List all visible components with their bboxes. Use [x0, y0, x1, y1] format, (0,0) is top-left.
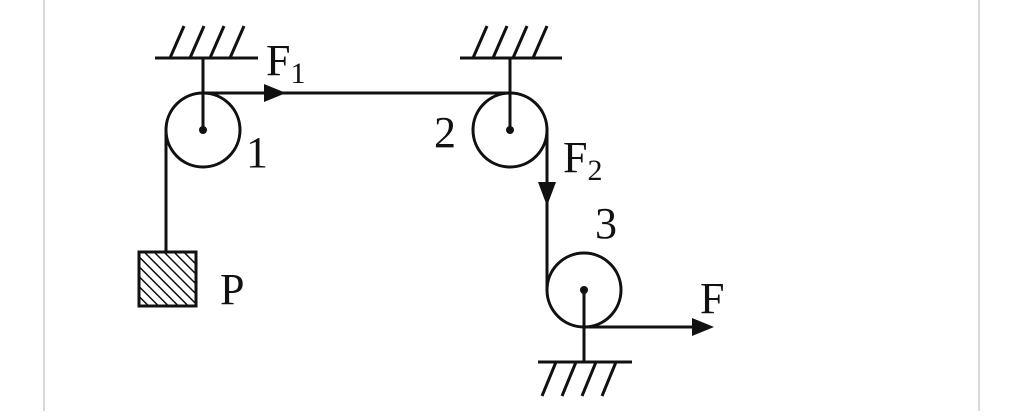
- force-2-label: F2: [563, 133, 602, 187]
- force-2-arrow: [538, 182, 556, 206]
- weight-block: [137, 250, 198, 308]
- output-force-arrow: [584, 318, 714, 336]
- ceiling-support-1: [155, 25, 258, 130]
- force-1-arrow: [203, 84, 286, 102]
- pulley-2-label: 2: [434, 108, 456, 157]
- pulley-1-label: 1: [246, 128, 268, 177]
- output-force-label: F: [700, 274, 724, 323]
- pulley-3-label: 3: [595, 199, 617, 248]
- force-1-label: F1: [266, 36, 305, 90]
- weight-label: P: [220, 265, 244, 314]
